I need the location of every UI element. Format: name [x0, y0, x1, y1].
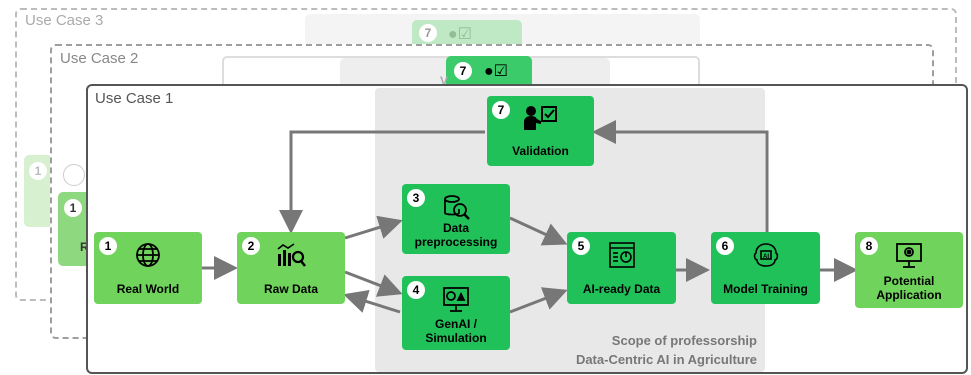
arrow-genai-to-raw-data: [343, 289, 401, 314]
step-number: 8: [860, 237, 878, 255]
use-case-1-label: Use Case 1: [95, 90, 174, 107]
uc3-ghost-number-1: 1: [29, 162, 47, 180]
uc3-ghost-number-7: 7: [419, 24, 437, 42]
model-training-node[interactable]: 6 AI Model Training: [711, 232, 820, 304]
svg-text:AI: AI: [763, 254, 769, 260]
data-search-icon: [444, 195, 470, 220]
monitor-gear-icon: [896, 243, 922, 268]
step-number: 4: [407, 281, 425, 299]
arrow-validation-to-raw-data: [279, 130, 485, 234]
step-number: 6: [716, 237, 734, 255]
label-line-1: Potential: [883, 274, 935, 288]
label-line-2: Application: [876, 288, 942, 302]
uc2-ghost-number-7: 7: [454, 62, 472, 80]
genai-simulation-node[interactable]: 4 GenAI / Simulation: [402, 276, 510, 350]
step-number: 1: [99, 237, 117, 255]
data-preprocessing-label: Data preprocessing: [402, 221, 510, 249]
uc2-ghost-number-1: 1: [64, 199, 82, 217]
arrow-raw-data-to-genai: [344, 270, 403, 297]
potential-application-node[interactable]: 8 Potential Application: [855, 232, 963, 308]
label-line-1: GenAI /: [434, 317, 477, 331]
real-world-label: Real World: [116, 282, 180, 296]
data-chart-search-icon: [277, 243, 306, 267]
scope-subtitle: Data-Centric AI in Agriculture: [575, 352, 757, 367]
uc2-ghost-raw-letter: R: [80, 240, 89, 254]
label-line-1: Data: [442, 221, 469, 235]
simulation-monitor-icon: [443, 287, 469, 312]
uc3-ghost-globe-icon: [63, 164, 85, 186]
use-case-2-label: Use Case 2: [60, 50, 139, 67]
uc3-ghost-person-checklist-icon: ●☑: [448, 26, 473, 43]
label-line-2: Simulation: [425, 331, 487, 345]
arrow-model-training-to-validation: [592, 120, 769, 232]
uc2-ghost-validation-letter: V: [440, 74, 449, 88]
step-number: 5: [572, 237, 590, 255]
person-checklist-icon: [523, 106, 557, 130]
validation-label: Validation: [512, 144, 569, 158]
dashboard-icon: [608, 242, 635, 268]
raw-data-node[interactable]: 2 Raw Data: [237, 232, 345, 304]
label-line-2: preprocessing: [414, 235, 498, 249]
genai-simulation-label: GenAI / Simulation: [402, 317, 510, 345]
step-number: 7: [492, 101, 510, 119]
data-preprocessing-node[interactable]: 3 Data preprocessing: [402, 184, 510, 254]
potential-application-label: Potential Application: [855, 274, 963, 302]
ai-ready-data-label: AI-ready Data: [582, 282, 661, 296]
step-number: 2: [242, 237, 260, 255]
step-number: 3: [407, 189, 425, 207]
real-world-node[interactable]: 1 Real World: [94, 232, 202, 304]
arrow-preprocessing-to-ai-ready: [509, 216, 568, 246]
ai-brain-icon: AI: [753, 243, 778, 267]
ai-ready-data-node[interactable]: 5 AI-ready Data: [567, 232, 676, 304]
globe-icon: [136, 243, 160, 267]
uc2-ghost-person-checklist-icon: ●☑: [484, 63, 509, 80]
model-training-label: Model Training: [723, 282, 808, 296]
scope-title: Scope of professorship: [611, 333, 757, 348]
raw-data-label: Raw Data: [263, 282, 319, 296]
arrow-genai-to-ai-ready: [509, 287, 568, 314]
use-case-3-label: Use Case 3: [25, 12, 104, 29]
arrow-raw-data-to-preprocessing: [344, 215, 403, 240]
validation-node[interactable]: 7 Validation: [487, 96, 594, 166]
